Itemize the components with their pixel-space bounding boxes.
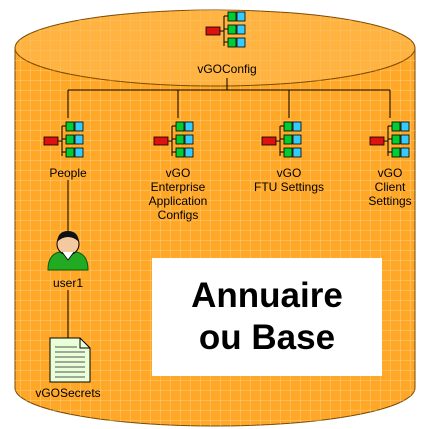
title-banner: Annuaire ou Base	[152, 258, 382, 376]
label-line: Client	[374, 180, 406, 194]
label-line: Enterprise	[150, 180, 206, 194]
people-node-label: People	[23, 166, 113, 180]
label-line: Application	[148, 194, 208, 208]
user-label: user1	[52, 276, 84, 290]
banner-line-1: Annuaire	[191, 276, 343, 315]
root-node-icon	[205, 11, 246, 48]
label-line: vGO	[276, 166, 302, 180]
banner-line-2: ou Base	[198, 318, 336, 357]
label-line: vGO	[165, 166, 191, 180]
label-line: People	[49, 166, 87, 180]
ftu-settings-node-icon	[261, 121, 302, 158]
secret-label: vGOSecrets	[35, 386, 101, 400]
label-line: Configs	[157, 208, 199, 222]
client-settings-node-label: vGO Client Settings	[350, 166, 430, 208]
people-node-icon	[43, 121, 84, 158]
root-node-label: vGOConfig	[197, 62, 257, 76]
ftu-settings-node-label: vGO FTU Settings	[239, 166, 339, 194]
label-line: Settings	[368, 194, 412, 208]
document-icon	[49, 337, 91, 383]
label-line: vGO	[377, 166, 403, 180]
enterprise-configs-node-icon	[153, 121, 194, 158]
user-icon	[47, 231, 89, 271]
label-line: FTU Settings	[253, 180, 325, 194]
enterprise-configs-node-label: vGO Enterprise Application Configs	[128, 166, 228, 222]
connectors	[67, 78, 391, 342]
client-settings-node-icon	[369, 121, 410, 158]
